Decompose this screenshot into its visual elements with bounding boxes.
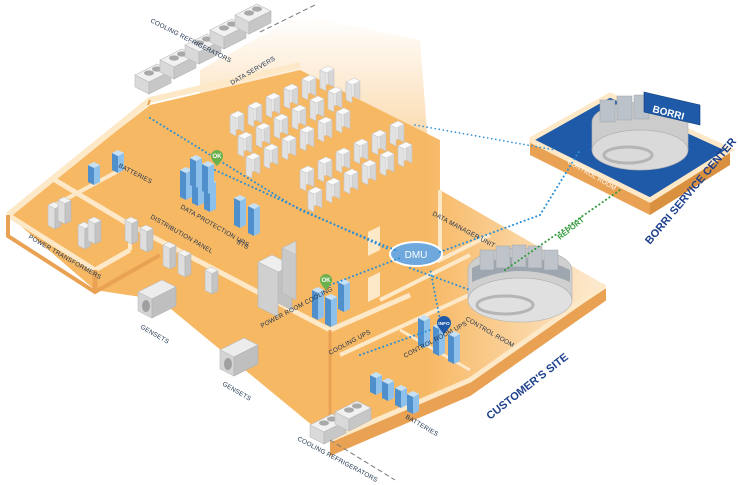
- data-flow-lines: [149, 117, 621, 356]
- info-badge: INFO: [437, 316, 451, 334]
- power-room-cooling: [257, 240, 297, 318]
- label-gensets-1: GENSETS: [139, 324, 170, 346]
- dmu-unit: [368, 226, 443, 302]
- label-dmu: DMU: [405, 250, 428, 261]
- info-badge-text: INFO: [438, 321, 450, 327]
- ok-badge-2: OK: [320, 274, 332, 290]
- label-batteries-bottom: BATTERIES: [404, 414, 439, 438]
- ok-badge-1-text: OK: [213, 154, 223, 160]
- label-gensets-2: GENSETS: [221, 381, 252, 403]
- ok-badge-1: OK: [211, 150, 223, 166]
- ok-badge-2-text: OK: [322, 278, 332, 284]
- street-lines: [259, 4, 396, 481]
- customer-control-room: [467, 244, 573, 323]
- label-report: REPORT: [556, 215, 586, 242]
- service-control-room: [591, 91, 701, 171]
